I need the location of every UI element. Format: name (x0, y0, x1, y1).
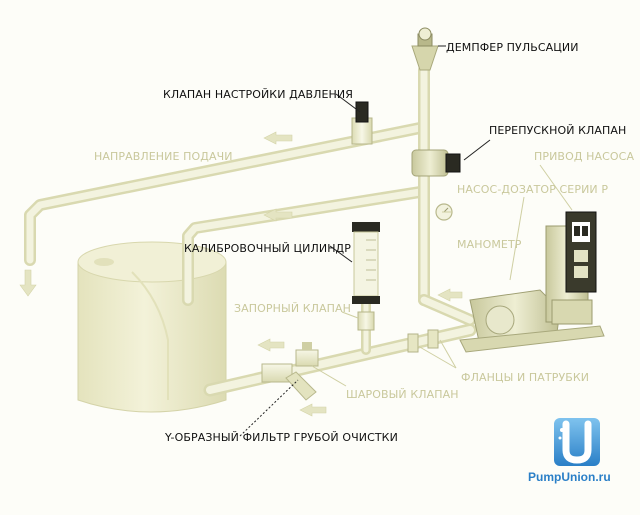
tank (77, 241, 227, 413)
pumpunion-logo (554, 418, 600, 466)
label-flanges: ФЛАНЦЫ И ПАТРУБКИ (461, 371, 590, 384)
arrow-left-icon (263, 208, 293, 222)
arrow-left-icon (263, 131, 293, 145)
label-bypass-valve: ПЕРЕПУСКНОЙ КЛАПАН (489, 124, 627, 137)
ball-valve (295, 342, 319, 367)
pulsation-damper (411, 27, 439, 71)
bypass-valve (411, 149, 461, 177)
label-manometer: МАНОМЕТР (457, 238, 522, 251)
dosing-pump (459, 289, 605, 353)
logo-text[interactable]: PumpUnion.ru (528, 470, 611, 484)
arrow-left-icon (299, 403, 327, 417)
pump-drive (545, 211, 597, 325)
shutoff-valve (357, 311, 375, 331)
y-filter (261, 363, 317, 401)
leader-lines (239, 45, 573, 437)
label-ball-valve: ШАРОВЫЙ КЛАПАН (346, 388, 459, 401)
label-calibration-cylinder: КАЛИБРОВОЧНЫЙ ЦИЛИНДР (184, 242, 351, 255)
calibration-cylinder (352, 222, 380, 304)
label-pulsation-damper: ДЕМПФЕР ПУЛЬСАЦИИ (446, 41, 579, 54)
label-pressure-valve: КЛАПАН НАСТРОЙКИ ДАВЛЕНИЯ (163, 88, 353, 101)
label-y-filter: Y-ОБРАЗНЫЙ ФИЛЬТР ГРУБОЙ ОЧИСТКИ (165, 431, 398, 444)
flow-arrows (19, 131, 463, 417)
arrow-down-icon (19, 269, 37, 297)
arrow-left-icon (437, 288, 463, 302)
flanges (407, 329, 439, 353)
arrow-left-icon (257, 338, 285, 352)
label-pump-drive: ПРИВОД НАСОСА (534, 150, 635, 163)
label-shutoff-valve: ЗАПОРНЫЙ КЛАПАН (234, 302, 352, 315)
pressure-valve (351, 101, 373, 145)
label-flow-direction: НАПРАВЛЕНИЕ ПОДАЧИ (94, 150, 233, 163)
label-dosing-pump: НАСОС-ДОЗАТОР СЕРИИ P (457, 183, 609, 196)
pipework (24, 64, 477, 397)
